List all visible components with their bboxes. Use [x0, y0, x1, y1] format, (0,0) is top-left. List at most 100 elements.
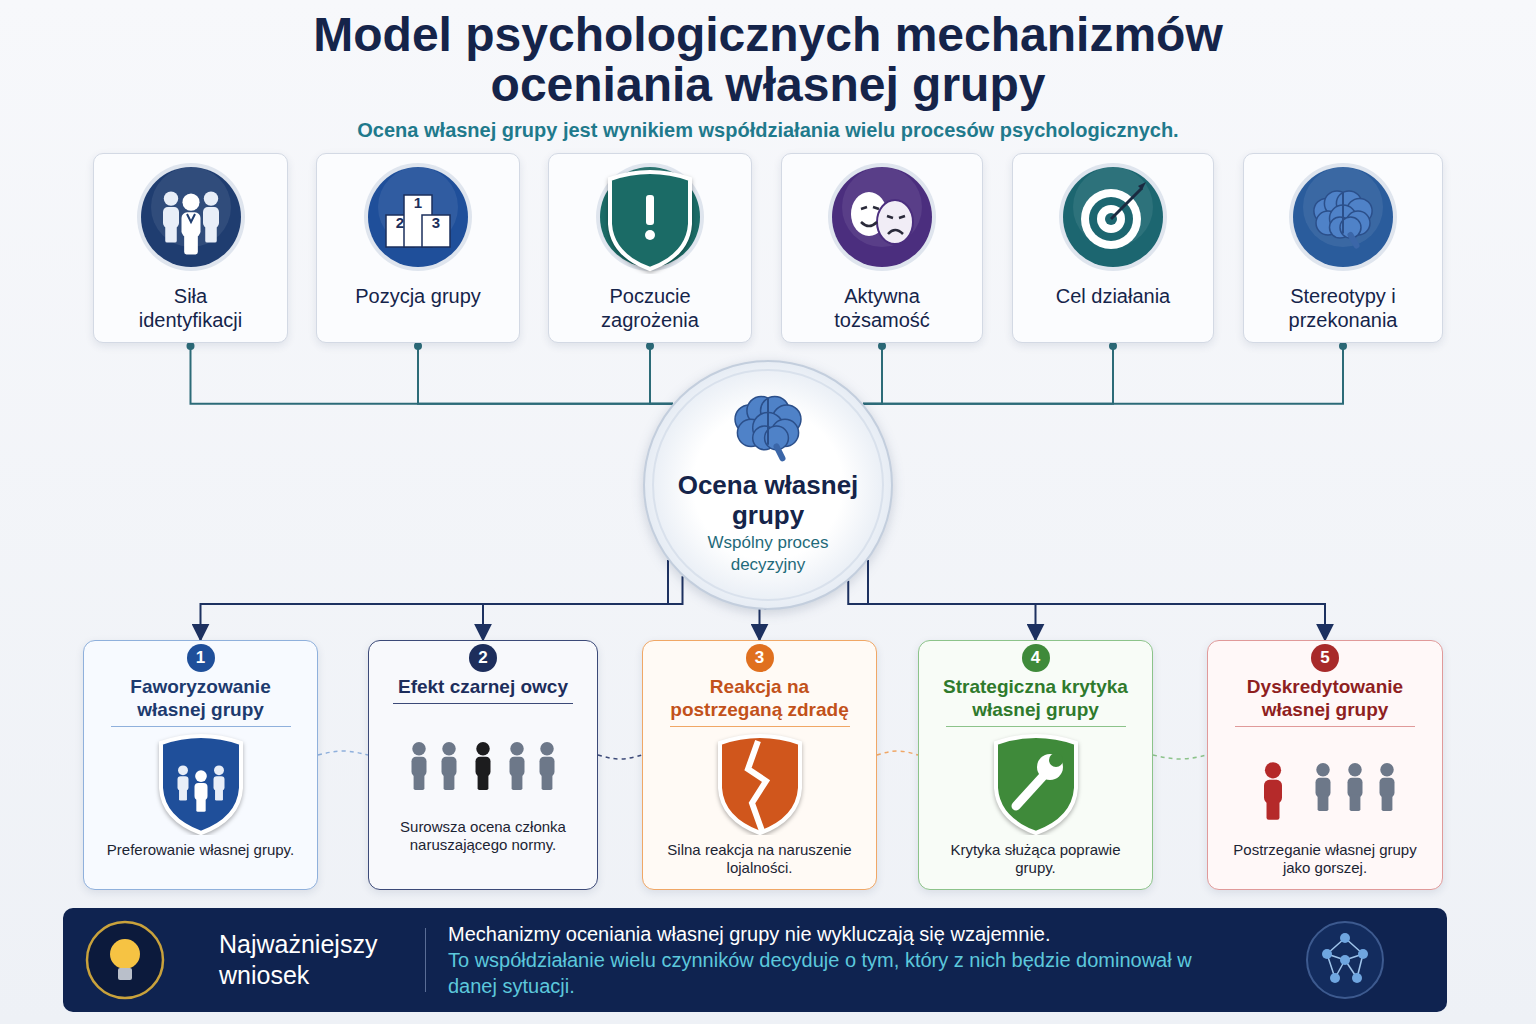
- mechanism-heading: Reakcja na postrzeganą zdradę: [654, 675, 866, 721]
- person-body: [177, 776, 188, 790]
- person-head: [540, 742, 554, 756]
- mechanism-body: Postrzeganie własnej grupy jako gorszej.: [1230, 841, 1420, 877]
- factor-label: Cel działania: [1056, 284, 1171, 308]
- person-head: [163, 191, 177, 205]
- factor-label: Stereotypy i przekonania: [1275, 284, 1411, 332]
- icon-disc: [1063, 167, 1163, 267]
- icon-disc: [141, 167, 241, 267]
- mechanism-box: 3Reakcja na postrzeganą zdradęSilna reak…: [642, 640, 877, 890]
- exclamation-bar: [646, 195, 654, 225]
- person-legs: [1350, 795, 1361, 812]
- icon: [364, 163, 472, 271]
- connector-dot: [646, 342, 654, 350]
- center-heading: Ocena własnej grupy: [663, 470, 873, 530]
- connector-dot: [414, 342, 422, 350]
- icon-ring: [137, 163, 245, 271]
- connector: [863, 343, 1113, 404]
- factor-box: Pozycja grupy: [316, 153, 520, 343]
- illustration: [720, 736, 800, 833]
- shield: [161, 736, 241, 833]
- person-legs: [542, 774, 553, 791]
- mechanism-illustration: [936, 731, 1136, 835]
- callout-number: 5: [1311, 644, 1339, 672]
- person-head: [1316, 763, 1330, 777]
- mechanism-illustration: [1225, 731, 1425, 835]
- person-legs: [1318, 795, 1329, 812]
- mask-face: [887, 216, 905, 234]
- person-head: [203, 191, 217, 205]
- factor-box: Poczucie zagrożenia: [548, 153, 752, 343]
- person-legs: [165, 225, 177, 243]
- person-body: [163, 207, 179, 228]
- connector: [483, 576, 683, 640]
- central-circle: Ocena własnej grupyWspólny proces decyzy…: [643, 360, 893, 610]
- network-icon: [1303, 918, 1387, 1002]
- wrench-head: [1037, 754, 1063, 780]
- divider: [1235, 726, 1415, 727]
- person-legs: [512, 774, 523, 791]
- connector: [863, 343, 882, 404]
- icon-ring: [364, 163, 472, 271]
- connector-dot: [1109, 342, 1117, 350]
- mechanism-body: Krytyka służąca poprawie grupy.: [941, 841, 1131, 877]
- divider: [946, 726, 1126, 727]
- connector-dot: [1339, 342, 1347, 350]
- connector: [650, 343, 673, 404]
- divider: [111, 726, 291, 727]
- mechanism-heading: Strategiczna krytyka własnej grupy: [930, 675, 1142, 721]
- bulb-base: [118, 968, 132, 980]
- person-head: [1265, 762, 1281, 778]
- callout-number: 3: [746, 644, 774, 672]
- person-body: [1380, 778, 1395, 798]
- connector: [418, 343, 673, 404]
- shield-icon: [610, 172, 690, 269]
- inner-ring: [653, 370, 883, 600]
- person-body: [476, 757, 491, 777]
- wrench-jaw: [1049, 753, 1063, 767]
- callout-number: 1: [187, 644, 215, 672]
- dashed-link: [877, 751, 918, 755]
- person-body: [213, 776, 224, 790]
- icon-shine: [842, 167, 922, 247]
- separator: [425, 928, 426, 992]
- icon-svg: [1058, 162, 1168, 274]
- factor-box: Siła identyfikacji: [93, 153, 288, 343]
- person-head: [178, 765, 188, 775]
- connector-dot: [878, 342, 886, 350]
- mechanism-illustration: [383, 708, 583, 812]
- shield: [996, 736, 1076, 833]
- center-body: Wspólny proces decyzyjny: [688, 532, 848, 576]
- banner-heading: Najważniejszy wniosek: [219, 929, 409, 991]
- icon: [596, 163, 704, 271]
- target-arrow: [1111, 188, 1142, 219]
- dashed-link: [1153, 755, 1207, 759]
- target-ring: [1081, 189, 1141, 249]
- person-legs: [444, 774, 455, 791]
- dashed-link: [598, 755, 642, 759]
- podium-number: 2: [390, 213, 410, 233]
- icon: [1289, 163, 1397, 271]
- shield: [720, 736, 800, 833]
- mechanism-body: Preferowanie własnej grupy.: [107, 841, 294, 859]
- podium-number: 1: [408, 193, 428, 213]
- network-dot: [1358, 949, 1368, 959]
- network-ring: [1307, 922, 1383, 998]
- subtitle: Ocena własnej grupy jest wynikiem współd…: [168, 119, 1368, 142]
- connector: [863, 343, 1343, 404]
- callout-number: 4: [1022, 644, 1050, 672]
- person-head: [214, 765, 224, 775]
- icon-ring: [596, 163, 704, 271]
- conclusion-banner: Najważniejszy wniosekMechanizmy oceniani…: [63, 908, 1447, 1012]
- target-feather: [1138, 182, 1146, 190]
- person-body: [181, 212, 200, 237]
- mechanism-box: 4Strategiczna krytyka własnej grupyKryty…: [918, 640, 1153, 890]
- mechanism-heading: Efekt czarnej owcy: [398, 675, 568, 698]
- mechanism-body: Surowsza ocena członka naruszającego nor…: [388, 818, 578, 854]
- brain-stem: [1351, 235, 1357, 246]
- bulb-ring: [87, 922, 163, 998]
- person-legs: [215, 789, 223, 801]
- person-body: [1316, 778, 1331, 798]
- person-head: [195, 770, 207, 782]
- person-head: [412, 742, 426, 756]
